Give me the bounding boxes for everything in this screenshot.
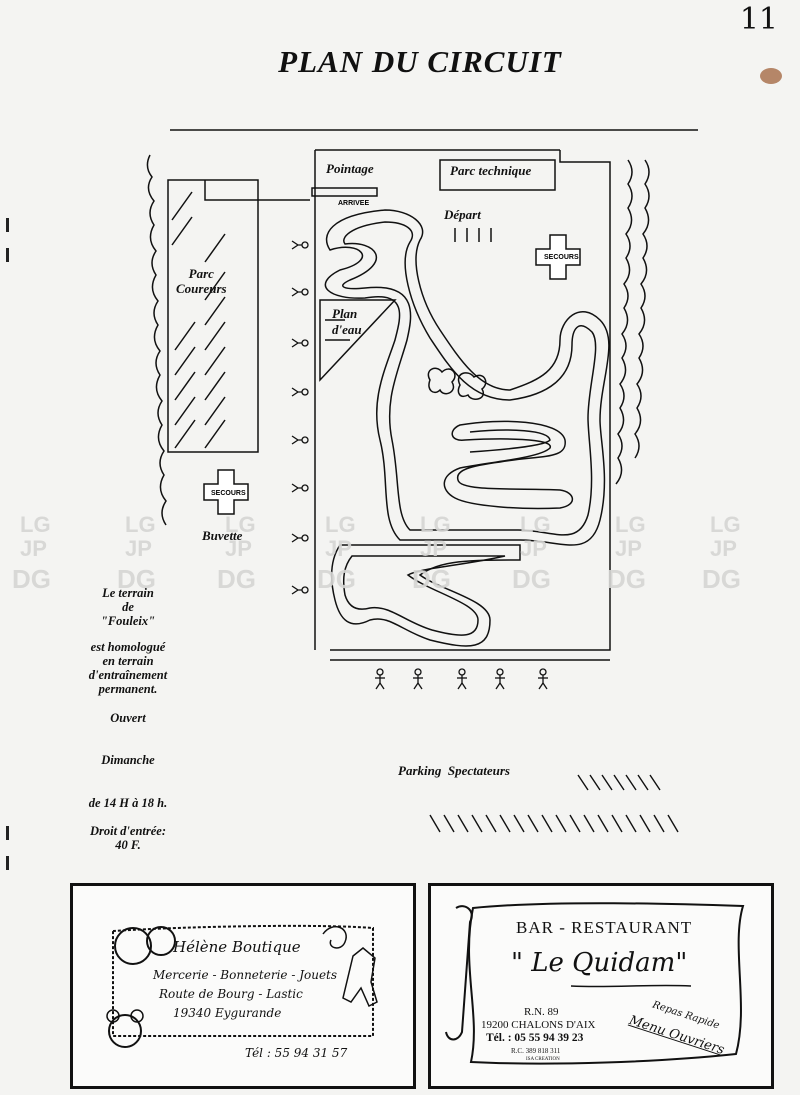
ad-right-name: " Le Quidam" (511, 948, 688, 978)
svg-text:LG: LG (615, 512, 646, 537)
svg-text:JP: JP (710, 536, 737, 561)
stain-mark (760, 68, 782, 84)
svg-text:JP: JP (520, 536, 547, 561)
page-number: 11 (739, 2, 778, 37)
svg-text:DG: DG (12, 564, 51, 594)
hours-label: de 14 H à 18 h. (88, 796, 168, 810)
buvette-label: Buvette (202, 528, 243, 543)
watermark-stamp: LG JP DG (12, 512, 51, 594)
depart-label: Départ (444, 207, 481, 222)
ad-right-tel: Tél. : 05 55 94 39 23 (486, 1032, 584, 1044)
ouvert-label: Ouvert (110, 711, 146, 725)
ad-left-name: Hélène Boutique (173, 938, 301, 956)
ad-right-small: ISA CREATION (526, 1057, 560, 1062)
ad-left-tel: Tél : 55 94 31 57 (245, 1046, 348, 1060)
svg-text:LG: LG (325, 512, 356, 537)
secours-label: SECOURS (544, 254, 579, 261)
svg-text:LG: LG (225, 512, 256, 537)
scan-mark (6, 826, 9, 840)
svg-text:LG: LG (520, 512, 551, 537)
page-title: PLAN DU CIRCUIT (278, 44, 562, 79)
parc-coureurs-label: Parc Coureurs (176, 266, 227, 296)
svg-text:DG: DG (702, 564, 741, 594)
scan-mark (6, 248, 9, 262)
svg-text:DG: DG (512, 564, 551, 594)
svg-text:DG: DG (117, 564, 156, 594)
parking-hatch (429, 774, 679, 833)
ad-right-rc: R.C. 389 818 311 (511, 1047, 561, 1055)
svg-text:JP: JP (125, 536, 152, 561)
scan-mark (6, 856, 9, 870)
parchment-frame (445, 902, 745, 1065)
ad-left-line2: Route de Bourg - Lastic (159, 987, 303, 1001)
scan-mark (6, 218, 9, 232)
svg-text:JP: JP (20, 536, 47, 561)
ad-left-line1: Mercerie - Bonneterie - Jouets (153, 968, 338, 982)
ad-right-rn: R.N. 89 (524, 1006, 559, 1018)
svg-text:LG: LG (420, 512, 451, 537)
secours-label: SECOURS (211, 490, 246, 497)
dimanche-label: Dimanche (101, 753, 155, 767)
ad-right-heading: BAR - RESTAURANT (516, 918, 693, 937)
svg-text:DG: DG (217, 564, 256, 594)
svg-text:LG: LG (20, 512, 51, 537)
svg-text:DG: DG (317, 564, 356, 594)
svg-text:LG: LG (125, 512, 156, 537)
svg-text:JP: JP (615, 536, 642, 561)
svg-text:DG: DG (607, 564, 646, 594)
plan-deau-label: Plan d'eau (332, 306, 362, 337)
svg-text:JP: JP (325, 536, 352, 561)
ad-helene-boutique: Hélène Boutique Mercerie - Bonneterie - … (70, 883, 416, 1089)
ad-right-city: 19200 CHALONS D'AIX (481, 1019, 596, 1031)
svg-text:JP: JP (420, 536, 447, 561)
svg-text:LG: LG (710, 512, 741, 537)
parking-label: Parking Spectateurs (398, 763, 510, 778)
svg-text:JP: JP (225, 536, 252, 561)
pointage-label: Pointage (326, 161, 374, 176)
ad-le-quidam: BAR - RESTAURANT " Le Quidam" R.N. 89 19… (428, 883, 774, 1089)
parc-technique-label: Parc technique (450, 163, 532, 178)
arrivee-label: ARRIVEE (338, 200, 369, 207)
ad-left-frame (106, 924, 378, 1048)
ad-left-line3: 19340 Eygurande (173, 1006, 282, 1020)
terrain-info: Le terrain de "Fouleix" est homologué en… (88, 586, 168, 696)
svg-text:DG: DG (412, 564, 451, 594)
entry-fee: Droit d'entrée: 40 F. (89, 824, 167, 852)
